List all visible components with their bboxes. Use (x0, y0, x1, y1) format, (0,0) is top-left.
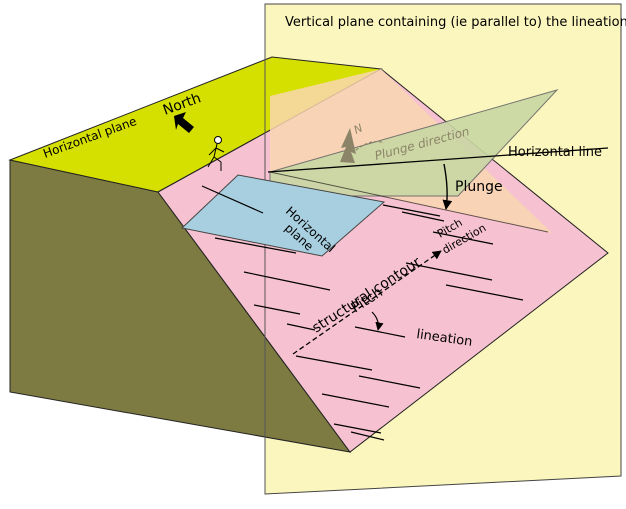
plunge-arrow (442, 163, 453, 210)
structural-contour-line (292, 250, 442, 355)
plunge-direction-arrow-icon (340, 128, 356, 163)
horizontal-line (267, 147, 609, 173)
horizontal-line-label: Horizontal line (508, 145, 602, 160)
vertical-plane-label: Vertical plane containing (ie parallel t… (285, 15, 626, 30)
plunge-direction-curve (355, 140, 385, 151)
plunge-label: Plunge (455, 179, 503, 195)
horizontal-plane-patch (180, 174, 386, 257)
north-arrow-icon (174, 112, 194, 133)
plunge-line (269, 171, 549, 233)
hiker-icon (207, 136, 225, 171)
pitch-arc (371, 311, 384, 331)
lineation-lines (201, 185, 524, 441)
